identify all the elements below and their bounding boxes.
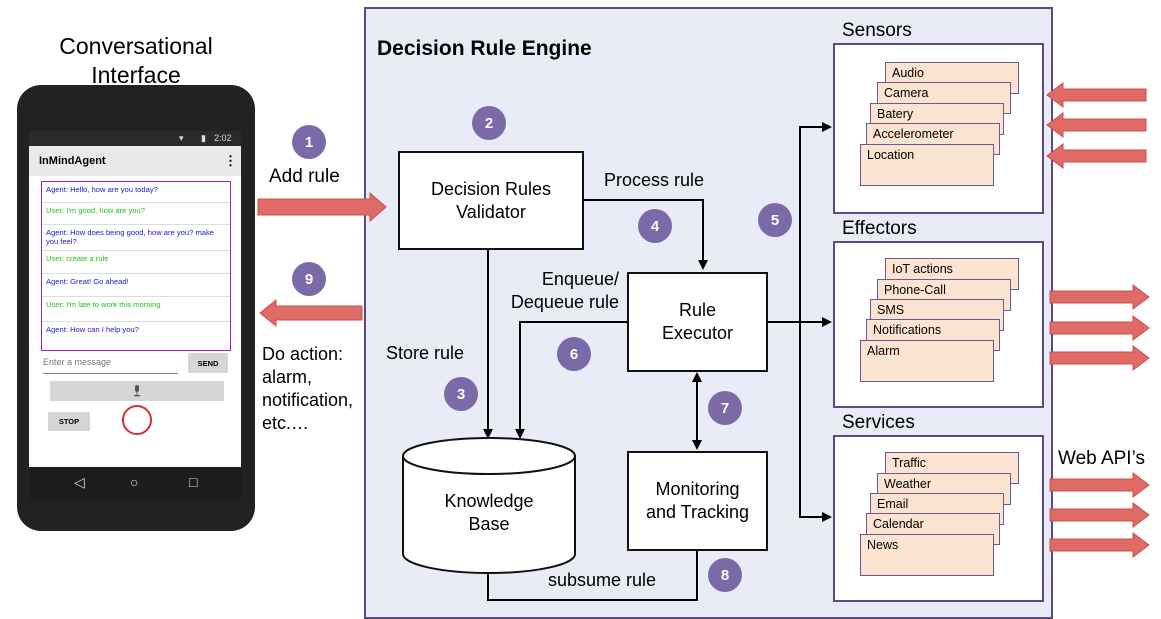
engine-title: Decision Rule Engine xyxy=(377,37,592,60)
to-services-arrow xyxy=(799,322,832,522)
sensor-card: Location xyxy=(860,144,994,186)
process-rule-arrow xyxy=(584,199,708,270)
to-sensors-arrow xyxy=(799,122,832,322)
message-input-placeholder: Enter a message xyxy=(43,357,112,367)
chat-message: Agent: Great! Go ahead! xyxy=(42,274,230,297)
app-name: InMindAgent xyxy=(39,155,106,167)
nav-bar xyxy=(29,467,241,501)
sensor-input-arrows xyxy=(1046,82,1147,169)
chat-message: User: I'm good, how are you? xyxy=(42,203,230,225)
service-card: News xyxy=(860,534,994,576)
chat-message: Agent: Hello, how are you today? xyxy=(42,182,230,203)
rule-executor: Rule Executor xyxy=(627,272,768,372)
app-bar: InMindAgent ⋮ xyxy=(29,146,241,176)
interface-title-line2: Interface xyxy=(91,62,181,88)
enqueue-arrow xyxy=(515,321,628,439)
overflow-menu-icon[interactable]: ⋮ xyxy=(224,153,237,168)
effector-card: Alarm xyxy=(860,340,994,382)
process-rule-label: Process rule xyxy=(604,170,705,190)
knowledge-base-line2: Base xyxy=(468,514,510,534)
executor-line2: Executor xyxy=(661,323,734,343)
back-icon[interactable]: ◁ xyxy=(74,474,85,490)
web-api-arrows xyxy=(1049,472,1150,558)
interface-title-line1: Conversational xyxy=(59,33,213,59)
chat-message: User: I'm late to work this morning xyxy=(42,297,230,322)
enqueue-line2: Dequeue rule xyxy=(510,292,619,312)
message-input[interactable]: Enter a message xyxy=(43,355,178,374)
enqueue-dequeue-label: Enqueue/ Dequeue rule xyxy=(501,268,619,314)
do-action-line2: alarm, xyxy=(262,367,313,387)
step-badge-2: 2 xyxy=(472,106,506,140)
step-badge-7: 7 xyxy=(708,391,742,425)
step-badge-3: 3 xyxy=(444,377,478,411)
step-badge-6: 6 xyxy=(557,337,591,371)
monitoring-line1: Monitoring xyxy=(655,479,740,499)
status-bar: ▾ ▮ 2:02 xyxy=(29,131,241,146)
status-time: 2:02 xyxy=(214,133,232,143)
decision-rules-validator: Decision Rules Validator xyxy=(398,151,584,250)
battery-icon: ▮ xyxy=(201,133,206,143)
subsume-rule-arrow xyxy=(483,550,698,601)
knowledge-base-cylinder xyxy=(402,437,576,574)
effectors-title: Effectors xyxy=(842,218,917,239)
store-rule-label: Store rule xyxy=(386,343,465,363)
step-badge-9: 9 xyxy=(292,262,326,296)
knowledge-base-line1: Knowledge xyxy=(444,491,534,511)
do-action-line4: etc.… xyxy=(262,413,310,433)
send-label: SEND xyxy=(197,358,219,368)
chat-message: Agent: How can I help you? xyxy=(46,325,139,334)
add-rule-label: Add rule xyxy=(269,166,340,187)
do-action-label: Do action: alarm, notification, etc.… xyxy=(262,343,353,435)
do-action-red-arrow xyxy=(259,298,363,328)
effector-output-arrows xyxy=(1049,284,1150,371)
send-button[interactable]: SEND xyxy=(188,353,228,373)
add-rule-red-arrow xyxy=(257,191,387,223)
monitoring-line2: and Tracking xyxy=(645,502,750,522)
stop-label: STOP xyxy=(58,417,80,426)
step-badge-1: 1 xyxy=(292,125,326,159)
do-action-line3: notification, xyxy=(262,390,354,410)
do-action-line1: Do action: xyxy=(262,344,344,364)
chat-message: User: create a rule xyxy=(42,251,230,274)
chat-list: Agent: Hello, how are you today? User: I… xyxy=(41,181,231,351)
executor-line1: Rule xyxy=(678,300,716,320)
validator-line1: Decision Rules xyxy=(430,178,552,199)
sensors-title: Sensors xyxy=(842,20,912,41)
step-badge-4: 4 xyxy=(638,209,672,243)
mic-icon xyxy=(134,385,140,397)
validator-line2: Validator xyxy=(456,201,526,222)
chat-message: Agent: How does being good, how are you?… xyxy=(42,225,230,251)
mic-button[interactable] xyxy=(50,381,224,401)
interface-title: Conversational Interface xyxy=(36,32,236,90)
knowledge-base-label: Knowledge Base xyxy=(401,490,577,536)
wifi-icon: ▾ xyxy=(179,133,184,143)
subsume-rule-label: subsume rule xyxy=(548,570,657,590)
recents-icon[interactable]: □ xyxy=(189,474,198,490)
services-title: Services xyxy=(842,412,915,433)
step-badge-8: 8 xyxy=(708,558,742,592)
enqueue-line1: Enqueue/ xyxy=(541,269,619,289)
web-apis-label: Web API’s xyxy=(1058,448,1145,469)
stop-button[interactable]: STOP xyxy=(48,412,90,431)
step-badge-5: 5 xyxy=(758,203,792,237)
home-icon[interactable]: ○ xyxy=(130,474,139,490)
monitoring-and-tracking: Monitoring and Tracking xyxy=(627,451,768,551)
record-button[interactable] xyxy=(122,405,152,435)
